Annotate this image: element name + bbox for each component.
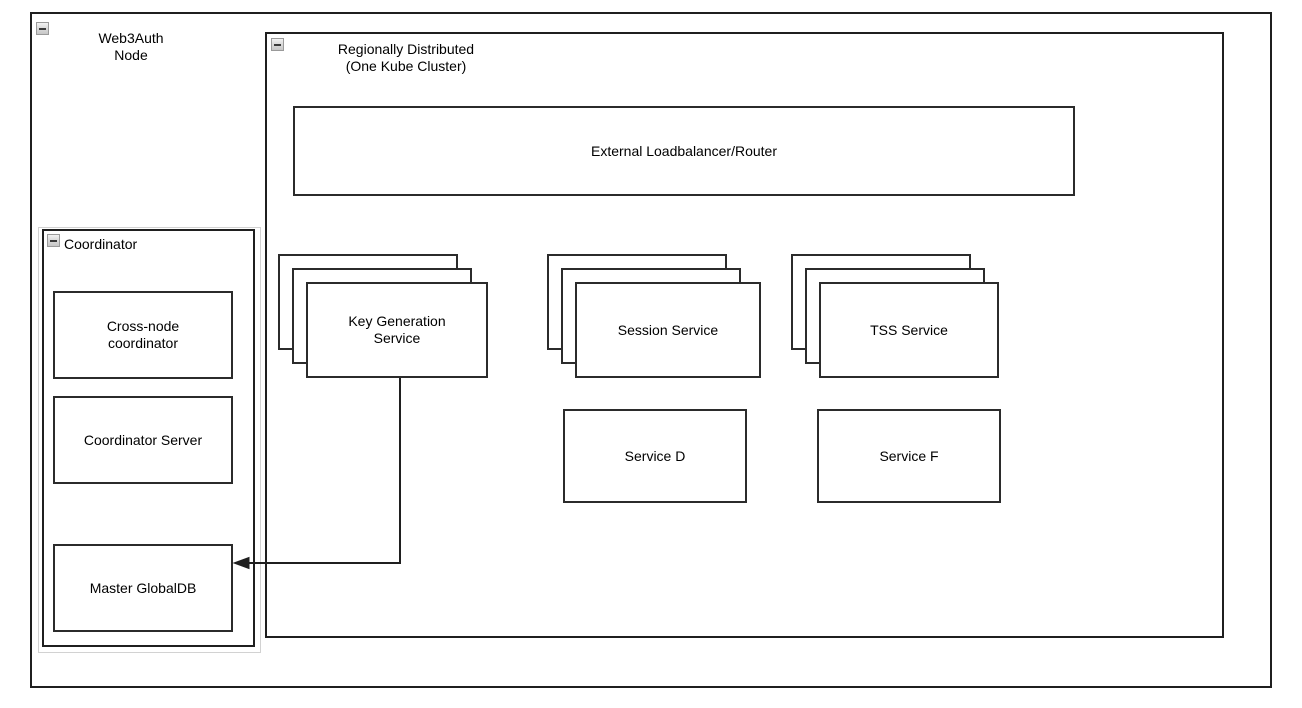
regional-cluster-label: Regionally Distributed (One Kube Cluster… — [337, 41, 475, 74]
coordinator-label: Coordinator — [64, 236, 138, 252]
master-globaldb-box[interactable] — [53, 544, 233, 632]
coordinator-server-box[interactable] — [53, 396, 233, 484]
service-f-box[interactable] — [817, 409, 1001, 503]
service-d-box[interactable] — [563, 409, 747, 503]
service-front-sheet[interactable] — [819, 282, 999, 378]
minus-box-icon[interactable] — [36, 22, 49, 35]
external-loadbalancer-box[interactable] — [293, 106, 1075, 196]
service-front-sheet[interactable] — [306, 282, 488, 378]
cross-node-coordinator-box[interactable] — [53, 291, 233, 379]
web3auth-node-label: Web3Auth Node — [98, 30, 164, 63]
minus-box-icon[interactable] — [47, 234, 60, 247]
minus-box-icon[interactable] — [271, 38, 284, 51]
service-front-sheet[interactable] — [575, 282, 761, 378]
